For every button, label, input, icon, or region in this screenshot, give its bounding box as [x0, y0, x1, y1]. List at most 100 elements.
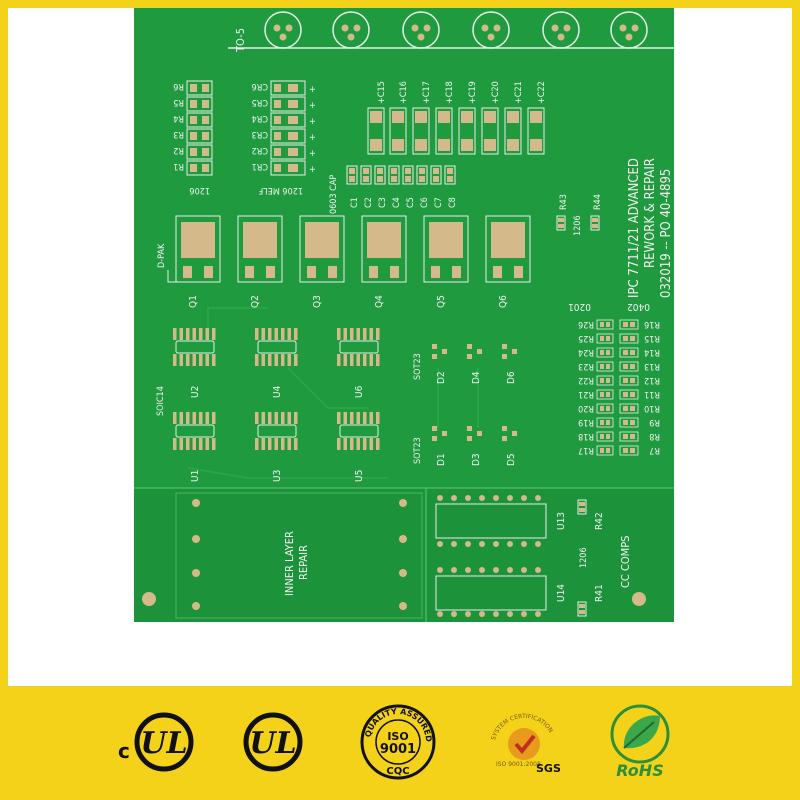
label-u6: U6: [354, 385, 365, 398]
label-sot23-bottom: SOT23: [413, 437, 423, 464]
certification-banner: c UL UL QUALITY ASSURED FIRM ISO 9001 CQ…: [0, 686, 800, 800]
label-r13: R13: [644, 361, 660, 371]
label-c21: +C21: [514, 81, 524, 104]
label-r4: R4: [173, 113, 184, 123]
label-cr5: CR5: [252, 97, 268, 107]
label-u13: U13: [556, 512, 567, 530]
label-c19: +C19: [468, 81, 478, 104]
title-line3: 032019 -- PO 40-4895: [659, 169, 674, 298]
cul-logo-icon: c UL: [118, 712, 194, 772]
svg-text:UL: UL: [249, 726, 296, 761]
inner-layer-line2: REPAIR: [297, 545, 310, 580]
melf-pads: [274, 84, 298, 172]
label-r23: R23: [578, 361, 594, 371]
label-q6: Q6: [498, 295, 509, 308]
label-cc-comps: CC COMPS: [619, 536, 632, 588]
label-melf-size: 1206 MELF: [258, 185, 303, 195]
label-d5: D5: [506, 453, 517, 466]
label-r17: R17: [578, 445, 594, 455]
label-0603-cap: 0603 CAP: [329, 175, 339, 214]
label-r22: R22: [578, 375, 594, 385]
label-c7: C7: [434, 197, 444, 208]
label-u2: U2: [190, 386, 201, 398]
label-r1: R1: [173, 161, 184, 171]
svg-text:+: +: [309, 133, 316, 143]
inner-layer-line1: INNER LAYER: [283, 531, 296, 596]
label-c8: C8: [448, 197, 458, 208]
label-r24: R24: [578, 347, 594, 357]
label-c20: +C20: [491, 81, 501, 104]
label-cc-size: 1206: [579, 547, 589, 568]
label-cr1: CR1: [252, 161, 268, 171]
label-r25: R25: [578, 333, 594, 343]
label-soic14: SOIC14: [156, 386, 166, 416]
label-r44: R44: [593, 194, 603, 210]
title-line2: REWORK & REPAIR: [643, 158, 658, 268]
svg-text:+: +: [309, 101, 316, 111]
label-r16: R16: [644, 319, 660, 329]
label-d1: D1: [436, 453, 447, 466]
label-r2: R2: [173, 145, 184, 155]
dip-footprints: [435, 495, 587, 617]
label-q2: Q2: [250, 295, 261, 308]
label-q3: Q3: [312, 295, 323, 308]
to5-footprints: [264, 11, 648, 49]
label-dpak: D-PAK: [157, 243, 167, 268]
label-c3: C3: [378, 197, 388, 208]
label-d3: D3: [471, 453, 482, 466]
label-u1: U1: [190, 470, 201, 482]
ul-logo-icon: UL: [243, 712, 303, 772]
label-r21: R21: [578, 389, 594, 399]
label-r7: R7: [649, 445, 660, 455]
label-u4: U4: [272, 385, 283, 398]
label-q1: Q1: [188, 295, 199, 308]
svg-text:+: +: [309, 85, 316, 95]
label-c2: C2: [364, 197, 374, 208]
label-left-1206: 1206: [189, 185, 210, 195]
title-line1: IPC 7711/21 ADVANCED: [627, 158, 642, 298]
pcb-board: TO-5 R6 R5 R4 R3 R2 R1 1206 +++: [134, 8, 674, 622]
svg-text:ISO: ISO: [387, 730, 408, 743]
label-q5: Q5: [436, 295, 447, 308]
label-r42: R42: [594, 512, 605, 530]
svg-text:CQC: CQC: [386, 766, 409, 777]
board-lower-section: [134, 488, 674, 622]
svg-text:+: +: [309, 149, 316, 159]
label-c18: +C18: [445, 81, 455, 104]
label-cr4: CR4: [252, 113, 268, 123]
label-u5: U5: [354, 470, 365, 482]
image-frame: TO-5 R6 R5 R4 R3 R2 R1 1206 +++: [8, 8, 792, 686]
label-r12: R12: [644, 375, 660, 385]
label-r26: R26: [578, 319, 594, 329]
label-cr6: CR6: [252, 81, 268, 91]
label-r5: R5: [173, 97, 184, 107]
label-u3: U3: [272, 470, 283, 482]
svg-text:+: +: [309, 165, 316, 175]
label-r10: R10: [644, 403, 660, 413]
label-r8: R8: [649, 431, 660, 441]
fiducial-right: [632, 592, 646, 606]
label-sot23-top: SOT23: [413, 353, 423, 380]
soic14-footprints: [172, 328, 382, 450]
iso9001-logo-icon: QUALITY ASSURED FIRM ISO 9001 CQC: [358, 702, 436, 780]
fiducial-left: [142, 592, 156, 606]
label-r6: R6: [173, 81, 184, 91]
svg-text:9001: 9001: [380, 742, 416, 757]
label-d4: D4: [471, 371, 482, 384]
label-d2: D2: [436, 371, 447, 384]
label-d6: D6: [506, 371, 517, 384]
svg-text:ISO 9001:2008: ISO 9001:2008: [496, 761, 541, 768]
left-resistor-pads: [190, 84, 209, 172]
label-r3: R3: [173, 129, 184, 139]
small-cap-pads: [346, 165, 456, 185]
label-c1: C1: [350, 197, 360, 208]
label-r18: R18: [578, 431, 594, 441]
label-r15: R15: [644, 333, 660, 343]
svg-text:RoHS: RoHS: [616, 761, 663, 780]
dpak-footprints: [175, 215, 531, 283]
inner-layer-pads: [192, 499, 407, 610]
label-c6: C6: [420, 197, 430, 208]
label-c17: +C17: [422, 81, 432, 104]
label-0402: 0402: [627, 301, 650, 312]
label-r20: R20: [578, 403, 594, 413]
